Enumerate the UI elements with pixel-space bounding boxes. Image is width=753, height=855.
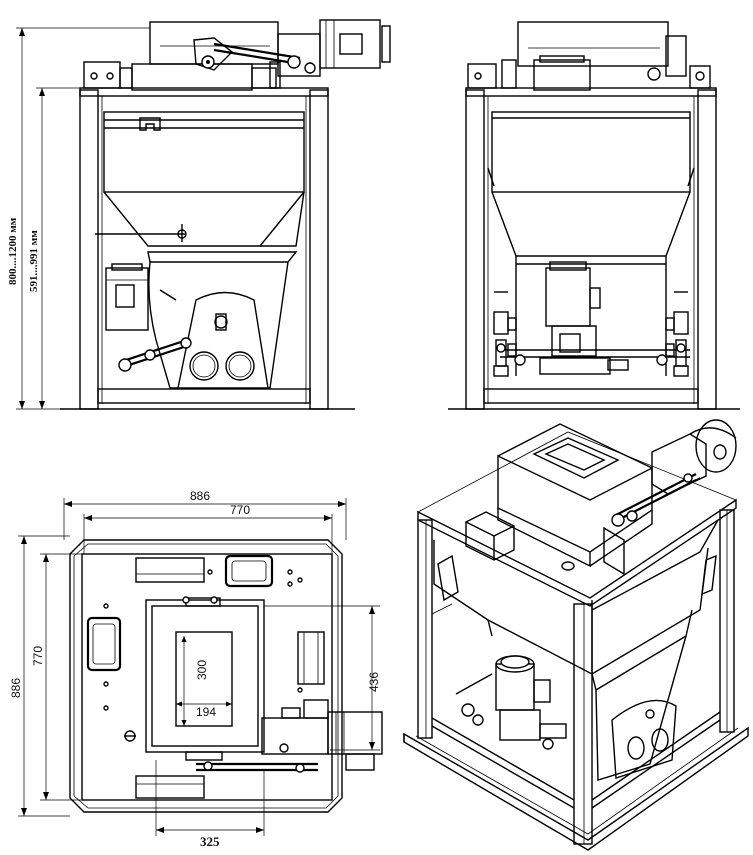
isometric-view [403, 419, 749, 851]
dim-height-outer: 886 [9, 678, 23, 698]
dim-width-inner: 770 [230, 503, 250, 517]
dim-width-outer: 886 [190, 489, 210, 503]
dim-height-total: 800....1200 мм [7, 217, 19, 285]
dim-window-width: 194 [196, 705, 216, 719]
plan-view: 300 194 [69, 539, 383, 813]
dim-height-inner: 770 [31, 646, 45, 666]
plan-dimensions: 886 770 886 770 436 325 [9, 489, 381, 849]
dim-window-height: 300 [195, 660, 209, 680]
front-view [60, 19, 391, 410]
dim-height-frame: 591....991 мм [28, 230, 40, 292]
front-height-dimensions: 800....1200 мм 591....991 мм [7, 27, 150, 410]
side-view [448, 21, 740, 410]
dim-side-436: 436 [367, 672, 381, 692]
dim-bottom-325: 325 [200, 834, 220, 849]
